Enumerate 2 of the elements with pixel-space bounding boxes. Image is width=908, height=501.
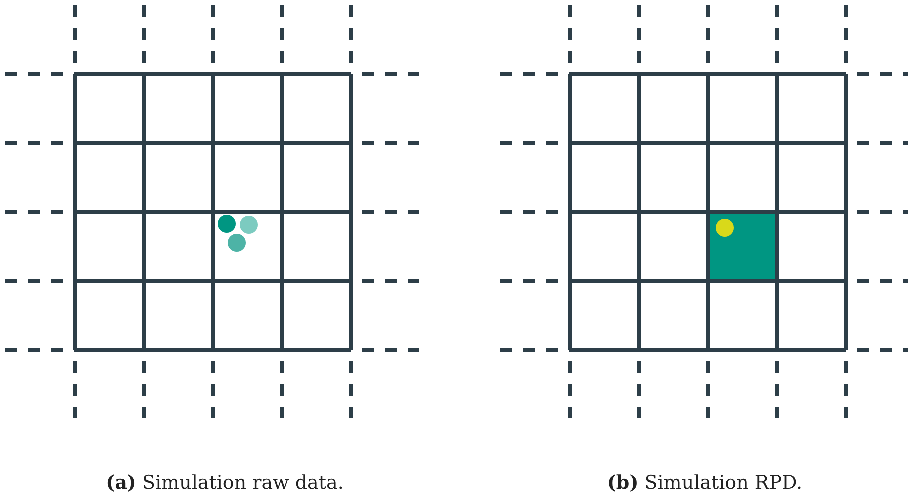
figure-caption: (b) Simulation RPD. — [607, 472, 803, 494]
figure-caption: (a) Simulation raw data. — [106, 472, 344, 494]
